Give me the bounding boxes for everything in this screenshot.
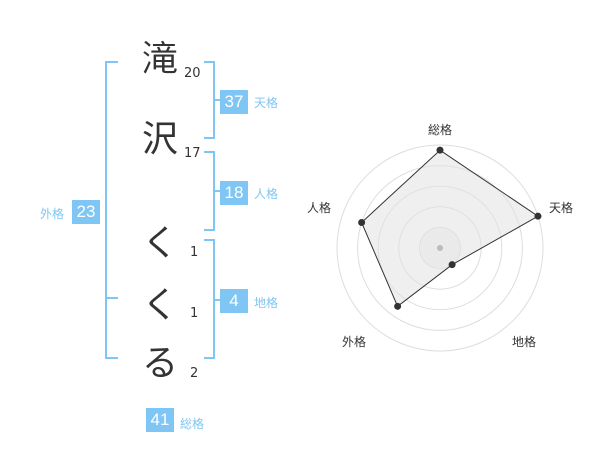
name-char-1: 滝 bbox=[141, 39, 178, 80]
tenkaku-value: 37 bbox=[220, 90, 248, 114]
radar-point-2 bbox=[534, 212, 542, 220]
tenkaku-label: 天格 bbox=[254, 96, 279, 110]
radar-axis-label-tenkaku: 天格 bbox=[549, 200, 573, 215]
gaikaku-label: 外格 bbox=[40, 207, 65, 221]
stroke-count-4: 1 bbox=[190, 306, 199, 321]
radar-center-dot bbox=[437, 245, 443, 251]
radar-value-area bbox=[361, 149, 539, 308]
name-char-5: る bbox=[141, 343, 178, 384]
name-char-3: く bbox=[141, 223, 178, 264]
stroke-count-2: 17 bbox=[184, 146, 201, 161]
radar-axis-label-soukaku: 総格 bbox=[428, 122, 452, 137]
stroke-count-5: 2 bbox=[190, 366, 199, 381]
soukaku-label: 総格 bbox=[180, 417, 205, 431]
soukaku-value: 41 bbox=[146, 408, 174, 432]
chikaku-label: 地格 bbox=[254, 296, 279, 310]
radar-grid-ring bbox=[336, 144, 544, 352]
jinkaku-label: 人格 bbox=[254, 187, 279, 201]
chikaku-value: 4 bbox=[220, 289, 248, 313]
radar-point-5 bbox=[358, 219, 366, 227]
gaikaku-value: 23 bbox=[72, 200, 100, 224]
radar-point-4 bbox=[394, 302, 402, 310]
radar-point-1 bbox=[436, 146, 444, 154]
stroke-count-3: 1 bbox=[190, 245, 199, 260]
jinkaku-value: 18 bbox=[220, 181, 248, 205]
gaikaku-bracket bbox=[105, 61, 118, 359]
radar-axis-label-chikaku: 地格 bbox=[512, 334, 536, 349]
name-char-4: く bbox=[141, 285, 178, 326]
name-char-2: 沢 bbox=[141, 119, 178, 160]
radar-point-3 bbox=[448, 261, 456, 269]
stroke-count-1: 20 bbox=[184, 66, 201, 81]
radar-axis-label-jinkaku: 人格 bbox=[307, 200, 331, 215]
radar-axis-label-gaikaku: 外格 bbox=[342, 334, 366, 349]
